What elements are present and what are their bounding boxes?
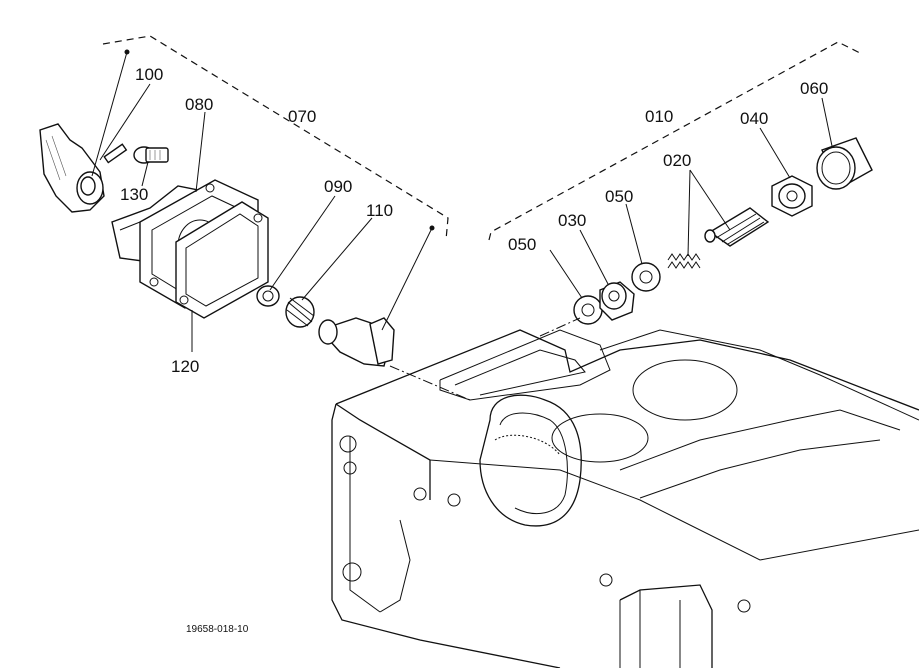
label-130: 130 xyxy=(120,185,148,204)
part-100-lever-bracket xyxy=(39,123,105,213)
label-050b: 050 xyxy=(605,187,633,206)
leader-lines-left xyxy=(91,49,471,401)
label-080: 080 xyxy=(185,95,213,114)
part-110-spring xyxy=(285,296,315,328)
figure-code: 19658-018-10 xyxy=(186,624,249,635)
part-labels: 100 080 070 130 090 110 120 010 020 040 … xyxy=(120,65,828,635)
label-120: 120 xyxy=(171,357,199,376)
part-050b-washer xyxy=(631,262,661,292)
group-070-bracket xyxy=(102,35,449,241)
label-040: 040 xyxy=(740,109,768,128)
part-030-nut xyxy=(599,281,635,321)
label-090: 090 xyxy=(324,177,352,196)
part-shaft-lever xyxy=(318,317,395,367)
label-100: 100 xyxy=(135,65,163,84)
part-050a-washer xyxy=(573,295,603,325)
part-120-gasket xyxy=(175,201,269,319)
part-020-spring-small xyxy=(667,253,701,269)
part-040-nut xyxy=(771,175,813,217)
part-090-washer xyxy=(256,285,280,307)
label-030: 030 xyxy=(558,211,586,230)
group-010-bracket xyxy=(488,41,863,241)
label-020: 020 xyxy=(663,151,691,170)
label-070: 070 xyxy=(288,107,316,126)
engine-block xyxy=(331,329,919,668)
part-pin xyxy=(103,143,128,164)
part-130-bolt xyxy=(133,146,169,164)
label-110: 110 xyxy=(366,201,393,220)
label-050a: 050 xyxy=(508,235,536,254)
label-060: 060 xyxy=(800,79,828,98)
part-020-valve-spring xyxy=(704,207,770,247)
leader-lines-right xyxy=(539,97,833,337)
label-010: 010 xyxy=(645,107,673,126)
part-060-cap xyxy=(816,137,873,190)
